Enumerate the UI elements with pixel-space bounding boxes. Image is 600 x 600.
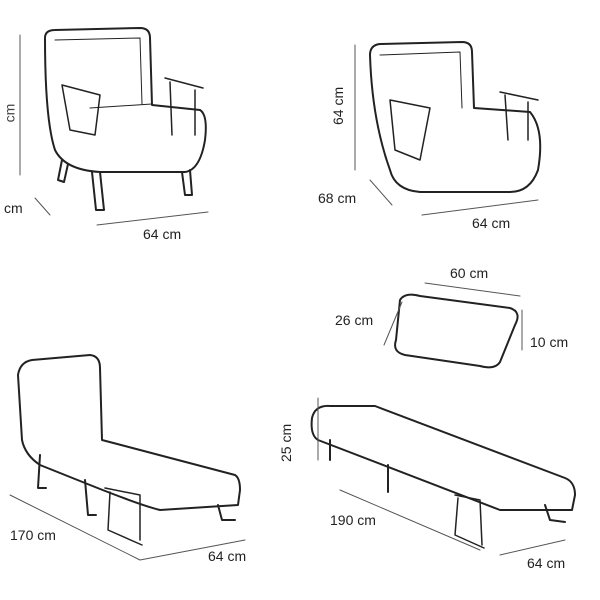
chair-front-width-label: 64 cm <box>143 226 182 242</box>
pillow-drawing <box>383 282 523 369</box>
lounger-width-label: 64 cm <box>208 548 247 564</box>
chair-angle-drawing <box>354 41 542 216</box>
bed-height-label: 25 cm <box>278 423 294 462</box>
lounger-length-label: 170 cm <box>10 527 56 543</box>
chair-front-drawing <box>19 27 209 226</box>
chair-angle-width-label: 64 cm <box>472 215 511 231</box>
pillow-length-label: 60 cm <box>450 265 489 281</box>
chair-front-depth-label: cm <box>4 200 23 216</box>
chair-angle-depth-label: 68 cm <box>318 190 357 206</box>
lounger-drawing <box>9 354 246 561</box>
pillow-thickness-label: 10 cm <box>530 334 569 350</box>
chair-front-height-label: cm <box>1 103 18 123</box>
bed-drawing <box>310 397 576 556</box>
chair-angle-height-label: 64 cm <box>330 86 346 125</box>
bed-length-label: 190 cm <box>330 512 376 528</box>
bed-width-label: 64 cm <box>527 555 566 571</box>
pillow-width-label: 26 cm <box>335 312 374 328</box>
